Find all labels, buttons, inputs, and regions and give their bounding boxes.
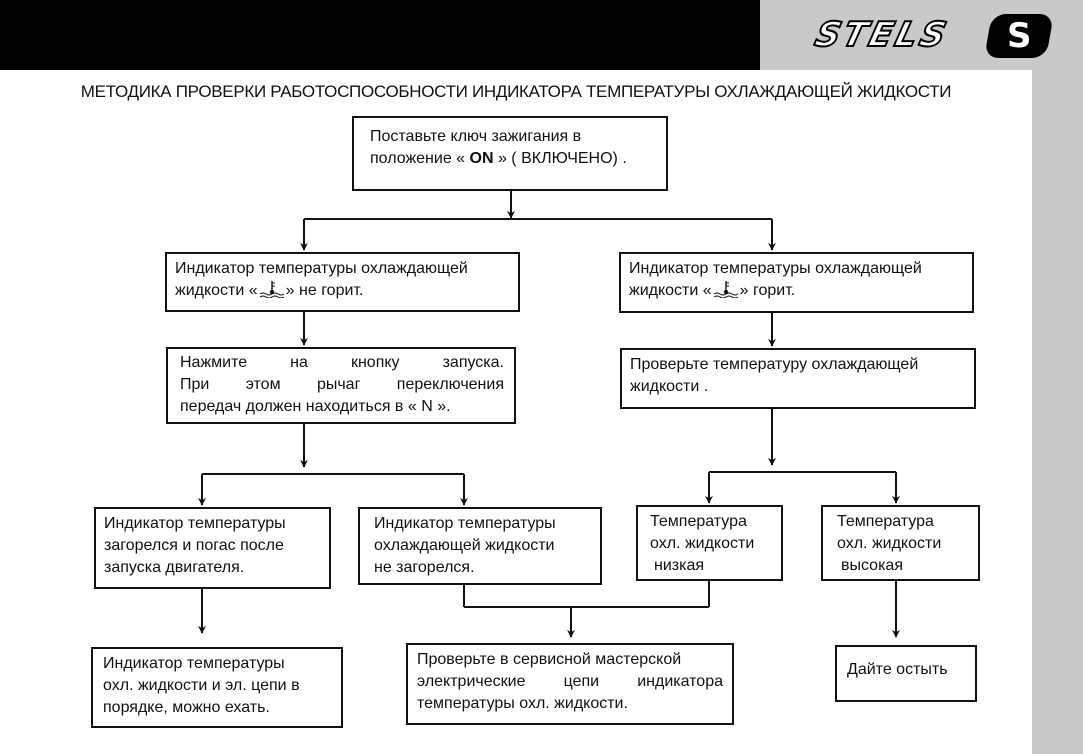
node-lit-then-off-line3: запуска двигателя.	[104, 559, 245, 576]
node-temp-low-line2: охл. жидкости	[650, 535, 755, 552]
node-not-lit-up: Индикатор температуры охлаждающей жидкос…	[358, 507, 602, 585]
node-service-check-line1: Проверьте в сервисной мастерской	[417, 651, 682, 668]
node-lit-then-off: Индикатор температуры загорелся и погас …	[94, 507, 331, 589]
node-ok-ride-line3: порядке, можно ехать.	[103, 699, 270, 716]
node-service-check: Проверьте в сервисной мастерской электри…	[406, 643, 734, 725]
node-indicator-not-lit: Индикатор температуры охлаждающей жидкос…	[165, 252, 520, 312]
node-lit-line2-post: » горит.	[739, 282, 796, 299]
node-press-start-line3: передач должен находиться в « N ».	[180, 398, 451, 415]
node-start-line2-pre: положение «	[370, 150, 470, 167]
node-temp-high-line2: охл. жидкости	[837, 535, 942, 552]
node-lit-then-off-line1: Индикатор температуры	[104, 515, 286, 532]
coolant-temperature-icon	[258, 280, 286, 298]
node-not-lit-line2-pre: жидкости «	[175, 282, 258, 299]
node-not-lit-line2-post: » не горит.	[285, 282, 364, 299]
node-ok-ride-line1: Индикатор температуры	[103, 655, 285, 672]
node-press-start: Нажмите на кнопку запуска. При этом рыча…	[166, 347, 516, 424]
side-strip	[1032, 70, 1083, 754]
node-start-line2: положение « ON » ( ВКЛЮЧЕНО) .	[370, 148, 650, 170]
node-not-lit-line2: жидкости « » не горит.	[175, 280, 510, 302]
node-cool-down-line1: Дайте остыть	[847, 661, 948, 678]
node-start-line1: Поставьте ключ зажигания в	[370, 128, 582, 145]
node-not-lit-line1: Индикатор температуры охлаждающей	[175, 260, 468, 277]
node-temp-low-line1: Температура	[650, 513, 747, 530]
node-lit-line2: жидкости « » горит.	[629, 280, 964, 302]
node-temp-high-line1: Температура	[837, 513, 934, 530]
node-temp-low: Температура охл. жидкости низкая	[636, 505, 783, 581]
node-press-start-line2: При этом рычаг переключения	[180, 376, 504, 393]
node-cool-down: Дайте остыть	[835, 645, 977, 702]
node-check-temp-line1: Проверьте температуру охлаждающей	[630, 356, 919, 373]
node-temp-low-line3: низкая	[654, 557, 705, 574]
page-title: МЕТОДИКА ПРОВЕРКИ РАБОТОСПОСОБНОСТИ ИНДИ…	[80, 82, 952, 101]
node-ok-ride: Индикатор температуры охл. жидкости и эл…	[91, 647, 343, 728]
node-lit-line2-pre: жидкости «	[629, 282, 712, 299]
node-lit-line1: Индикатор температуры охлаждающей	[629, 260, 922, 277]
node-ok-ride-line2: охл. жидкости и эл. цепи в	[103, 677, 300, 694]
node-lit-then-off-line2: загорелся и погас после	[104, 537, 284, 554]
node-start-line2-post: » ( ВКЛЮЧЕНО) .	[493, 150, 627, 167]
coolant-temperature-icon	[712, 280, 740, 298]
node-start: Поставьте ключ зажигания в положение « O…	[352, 116, 668, 191]
node-service-check-line2: электрические цепи индикатора	[417, 673, 723, 690]
node-not-lit-up-line1: Индикатор температуры	[374, 515, 556, 532]
node-not-lit-up-line3: не загорелся.	[374, 559, 475, 576]
node-press-start-line1: Нажмите на кнопку запуска.	[180, 354, 504, 371]
node-temp-high: Температура охл. жидкости высокая	[821, 505, 980, 581]
node-service-check-line3: температуры охл. жидкости.	[417, 695, 628, 712]
node-check-temp-line2: жидкости .	[630, 378, 709, 395]
node-not-lit-up-line2: охлаждающей жидкости	[374, 537, 555, 554]
node-indicator-lit: Индикатор температуры охлаждающей жидкос…	[619, 252, 974, 313]
node-temp-high-line3: высокая	[841, 557, 903, 574]
node-check-temp: Проверьте температуру охлаждающей жидкос…	[620, 348, 976, 409]
on-keyword: ON	[469, 150, 494, 167]
header-bar	[0, 0, 760, 70]
